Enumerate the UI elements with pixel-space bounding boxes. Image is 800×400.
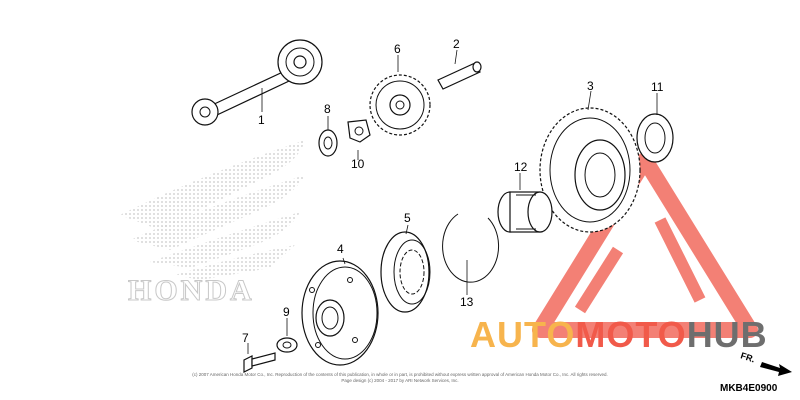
part-washer-8 [318,129,338,157]
part-driven-gear [539,107,641,233]
part-idle-gear [369,74,431,136]
callout-6: 6 [394,42,401,56]
callout-3: 3 [587,79,594,93]
callout-11: 11 [651,80,664,94]
callout-1: 1 [258,113,265,127]
copyright-line-1: (c) 2007 American Honda Motor Co., Inc. … [192,372,607,377]
leader-lines [247,49,658,354]
direction-arrow-icon [760,362,792,376]
copyright-line-2: Page design (c) 2004 - 2017 by ARI Netwo… [341,378,458,383]
part-thin-washer [636,113,674,163]
callout-2: 2 [453,37,460,51]
callout-7: 7 [242,331,249,345]
callout-13: 13 [460,295,474,309]
watermark-brand: AUTOMOTOHUB [470,314,768,355]
callout-12: 12 [514,160,528,174]
watermark-triangle [532,152,758,338]
part-idle-shaft [191,39,323,126]
callout-4: 4 [337,242,344,256]
callout-8: 8 [324,102,331,116]
honda-wordmark: HONDA [128,274,255,307]
part-one-way-clutch [380,231,431,313]
part-snap-ring [442,213,500,283]
watermark-brand-moto: MOTO [575,314,686,355]
part-bolt [243,352,276,373]
part-washer-9 [276,337,298,353]
part-clutch-outer [301,260,379,366]
diagram-code: MKB4E0900 [720,383,778,394]
watermark-brand-hub: HUB [687,314,768,355]
direction-label: FR. [739,350,756,364]
part-needle-bearing [497,191,553,233]
callout-5: 5 [404,211,411,225]
callout-10: 10 [351,157,365,171]
watermark-brand-auto: AUTO [470,314,575,355]
direction-indicator: FR. [739,350,792,376]
part-clip [347,119,371,143]
callout-9: 9 [283,305,290,319]
part-pin [437,61,482,90]
honda-wing-logo [120,140,305,280]
